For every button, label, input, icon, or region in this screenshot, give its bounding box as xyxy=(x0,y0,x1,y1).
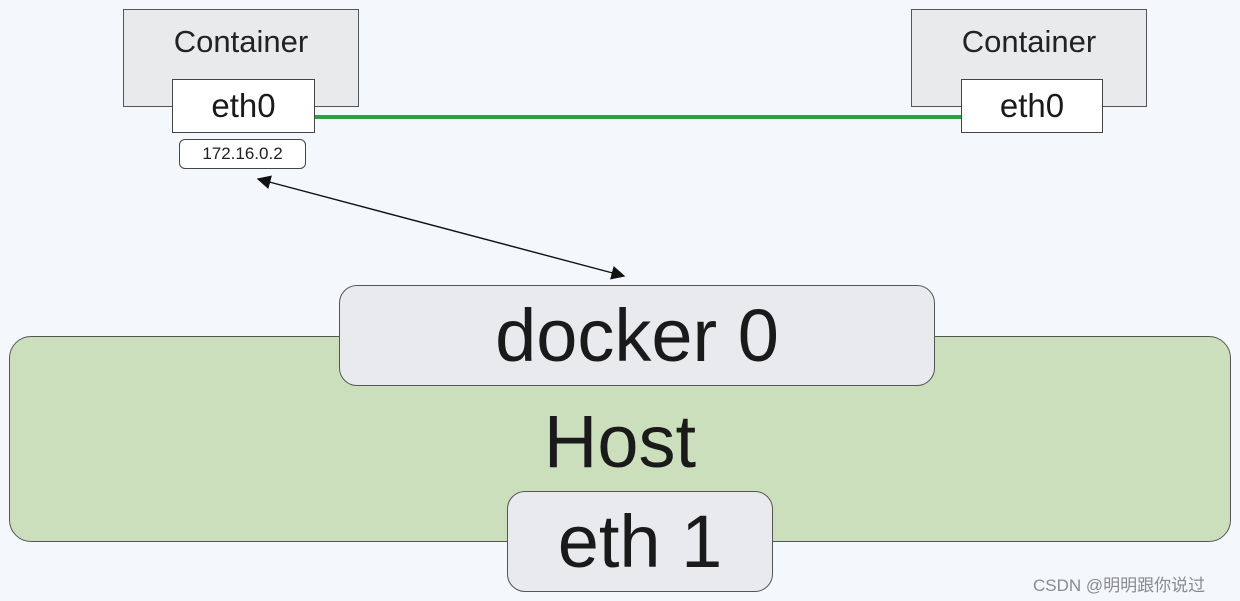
right-container-title: Container xyxy=(961,24,1097,59)
watermark: CSDN @明明跟你说过 xyxy=(1033,576,1206,595)
left-eth0-box: eth0 xyxy=(172,79,315,133)
eth1-box: eth 1 xyxy=(507,491,773,592)
left-ip-label: 172.16.0.2 xyxy=(179,139,306,169)
left-container-title: Container xyxy=(173,24,309,59)
right-eth0-box: eth0 xyxy=(961,79,1103,133)
docker0-bridge-box: docker 0 xyxy=(339,285,935,386)
bridge-arrow xyxy=(256,175,626,280)
host-label: Host xyxy=(543,399,697,483)
